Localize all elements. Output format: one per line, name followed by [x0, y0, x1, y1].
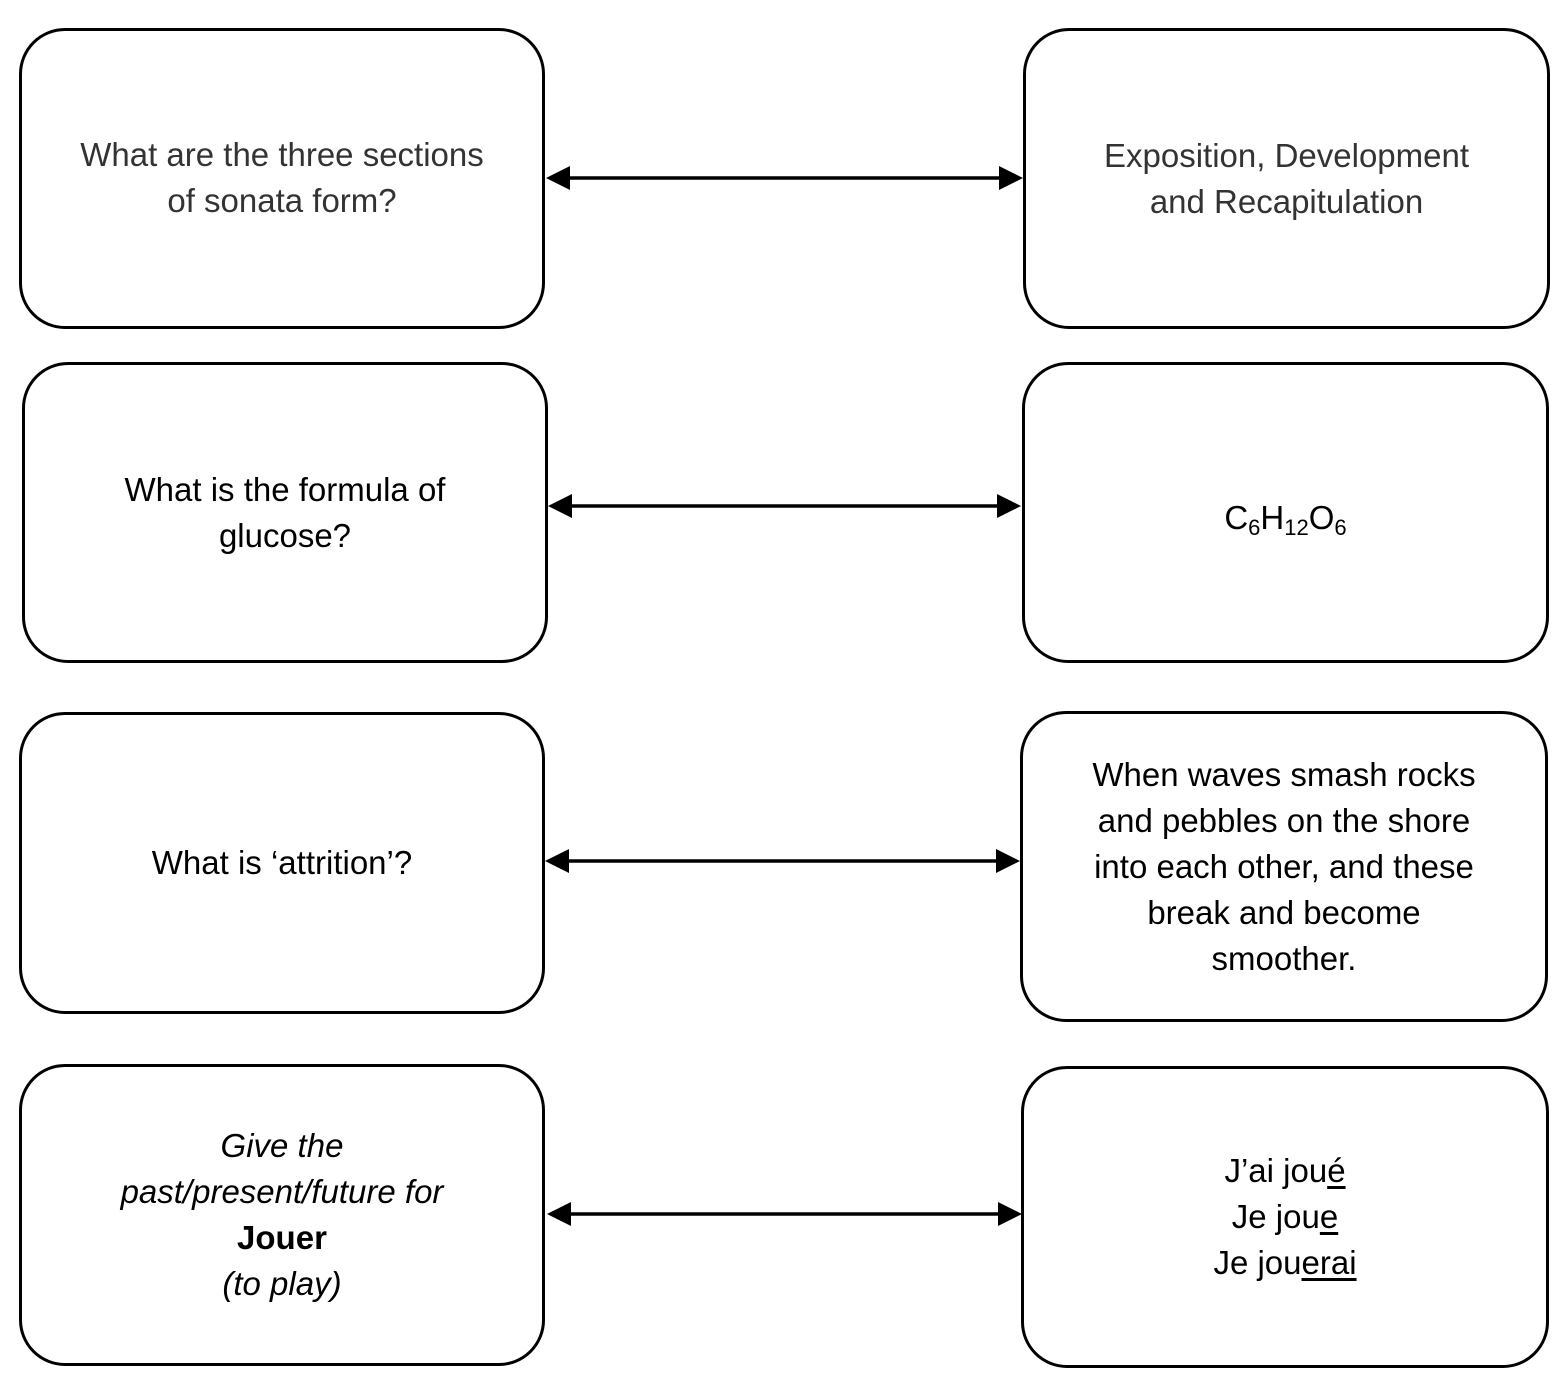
answer-line: break and become: [1147, 893, 1421, 931]
question-card-jouer: Give the past/present/future for Jouer (…: [19, 1064, 545, 1366]
answer-card-jouer: J’ai joué Je joue Je jouerai: [1021, 1066, 1549, 1368]
past-tense-line: J’ai joué: [1213, 1148, 1356, 1194]
question-card-sonata: What are the three sections of sonata fo…: [19, 28, 545, 329]
answer-line: smoother.: [1211, 939, 1357, 977]
question-line: Give the: [220, 1127, 344, 1164]
question-card-glucose: What is the formula of glucose?: [22, 362, 548, 663]
answer-text: J’ai joué Je joue Je jouerai: [1213, 1148, 1356, 1286]
question-line: past/present/future for: [120, 1173, 444, 1210]
formula-element-o: O: [1308, 498, 1335, 536]
future-stem: Je jou: [1213, 1244, 1302, 1281]
formula-element-h: H: [1260, 498, 1285, 536]
question-line: of sonata form?: [167, 182, 397, 219]
answer-line: into each other, and these: [1094, 847, 1474, 885]
answer-line: Exposition, Development: [1103, 136, 1470, 174]
question-text: Give the past/present/future for Jouer (…: [121, 1123, 444, 1307]
answer-line: When waves smash rocks: [1092, 755, 1476, 793]
answer-card-glucose: C6H12O6: [1022, 362, 1549, 663]
question-text: What are the three sections of sonata fo…: [80, 132, 484, 224]
formula-subscript-o: 6: [1334, 514, 1347, 540]
present-ending: e: [1319, 1198, 1339, 1235]
answer-text: Exposition, Development and Recapitulati…: [1104, 133, 1469, 225]
question-line: What is ‘attrition’?: [151, 844, 413, 881]
present-stem: Je jou: [1231, 1198, 1320, 1235]
double-headed-arrow-icon: [548, 494, 1021, 518]
question-line: What is the formula of: [124, 470, 446, 508]
verb-label: Jouer: [237, 1219, 327, 1256]
formula-element-c: C: [1224, 498, 1249, 536]
double-headed-arrow-icon: [547, 1202, 1022, 1226]
glucose-formula: C6H12O6: [1224, 495, 1346, 541]
question-line: glucose?: [218, 516, 352, 554]
question-text: What is ‘attrition’?: [152, 840, 412, 886]
formula-subscript-h: 12: [1284, 514, 1309, 540]
future-tense-line: Je jouerai: [1213, 1240, 1356, 1286]
question-card-attrition: What is ‘attrition’?: [19, 712, 545, 1014]
answer-card-attrition: When waves smash rocks and pebbles on th…: [1020, 711, 1548, 1022]
past-ending: é: [1327, 1152, 1346, 1189]
question-text: What is the formula of glucose?: [125, 467, 446, 559]
answer-line: and Recapitulation: [1149, 182, 1424, 220]
answer-line: and pebbles on the shore: [1097, 801, 1471, 839]
formula-subscript-c: 6: [1248, 514, 1261, 540]
past-stem: J’ai jou: [1224, 1152, 1328, 1189]
double-headed-arrow-icon: [545, 849, 1020, 873]
future-ending: erai: [1301, 1244, 1357, 1281]
question-line: What are the three sections: [80, 136, 484, 173]
verb-translation: (to play): [222, 1265, 342, 1302]
answer-text: When waves smash rocks and pebbles on th…: [1092, 752, 1475, 982]
double-headed-arrow-icon: [546, 166, 1023, 190]
present-tense-line: Je joue: [1213, 1194, 1356, 1240]
answer-card-sonata: Exposition, Development and Recapitulati…: [1023, 28, 1550, 329]
